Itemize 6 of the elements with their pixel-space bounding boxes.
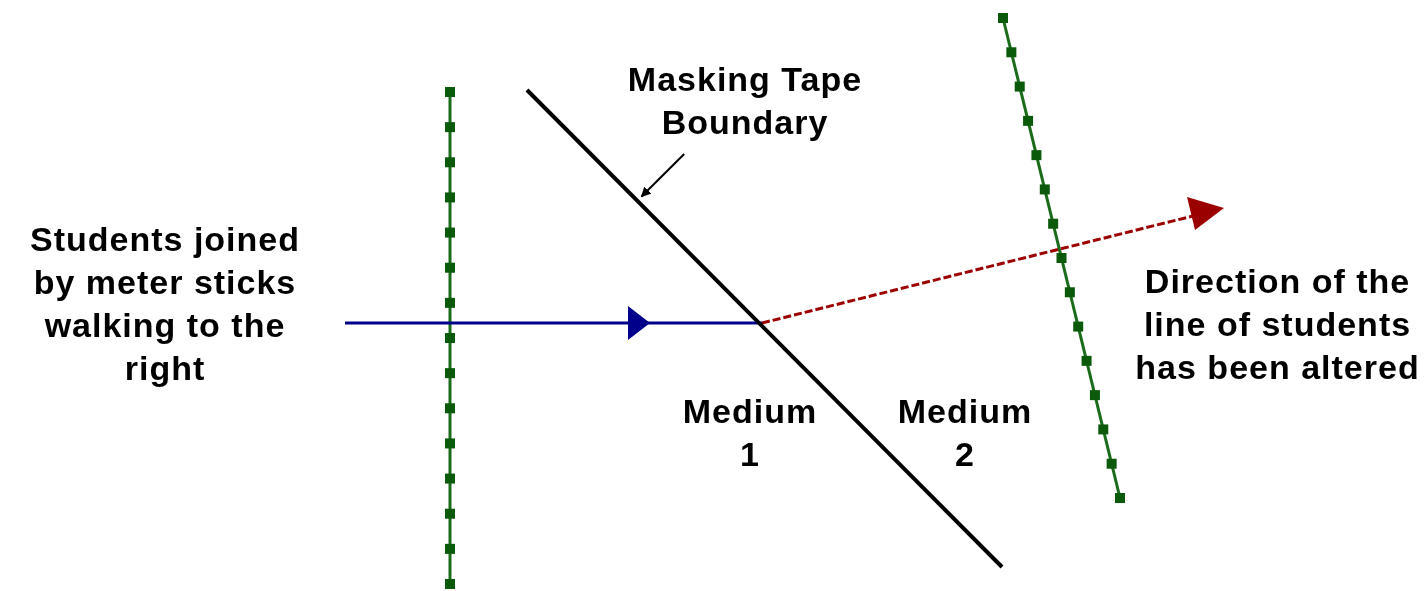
medium-label: Medium 2	[896, 391, 1034, 475]
direction-label: Direction of the line of students has been altered	[1134, 261, 1421, 388]
boundary-label: Masking Tape Boundary	[585, 58, 905, 144]
medium-label: Medium 1	[681, 391, 819, 475]
leader-line	[640, 153, 686, 198]
students-label: Students joined by meter sticks walking to the right	[29, 219, 301, 389]
